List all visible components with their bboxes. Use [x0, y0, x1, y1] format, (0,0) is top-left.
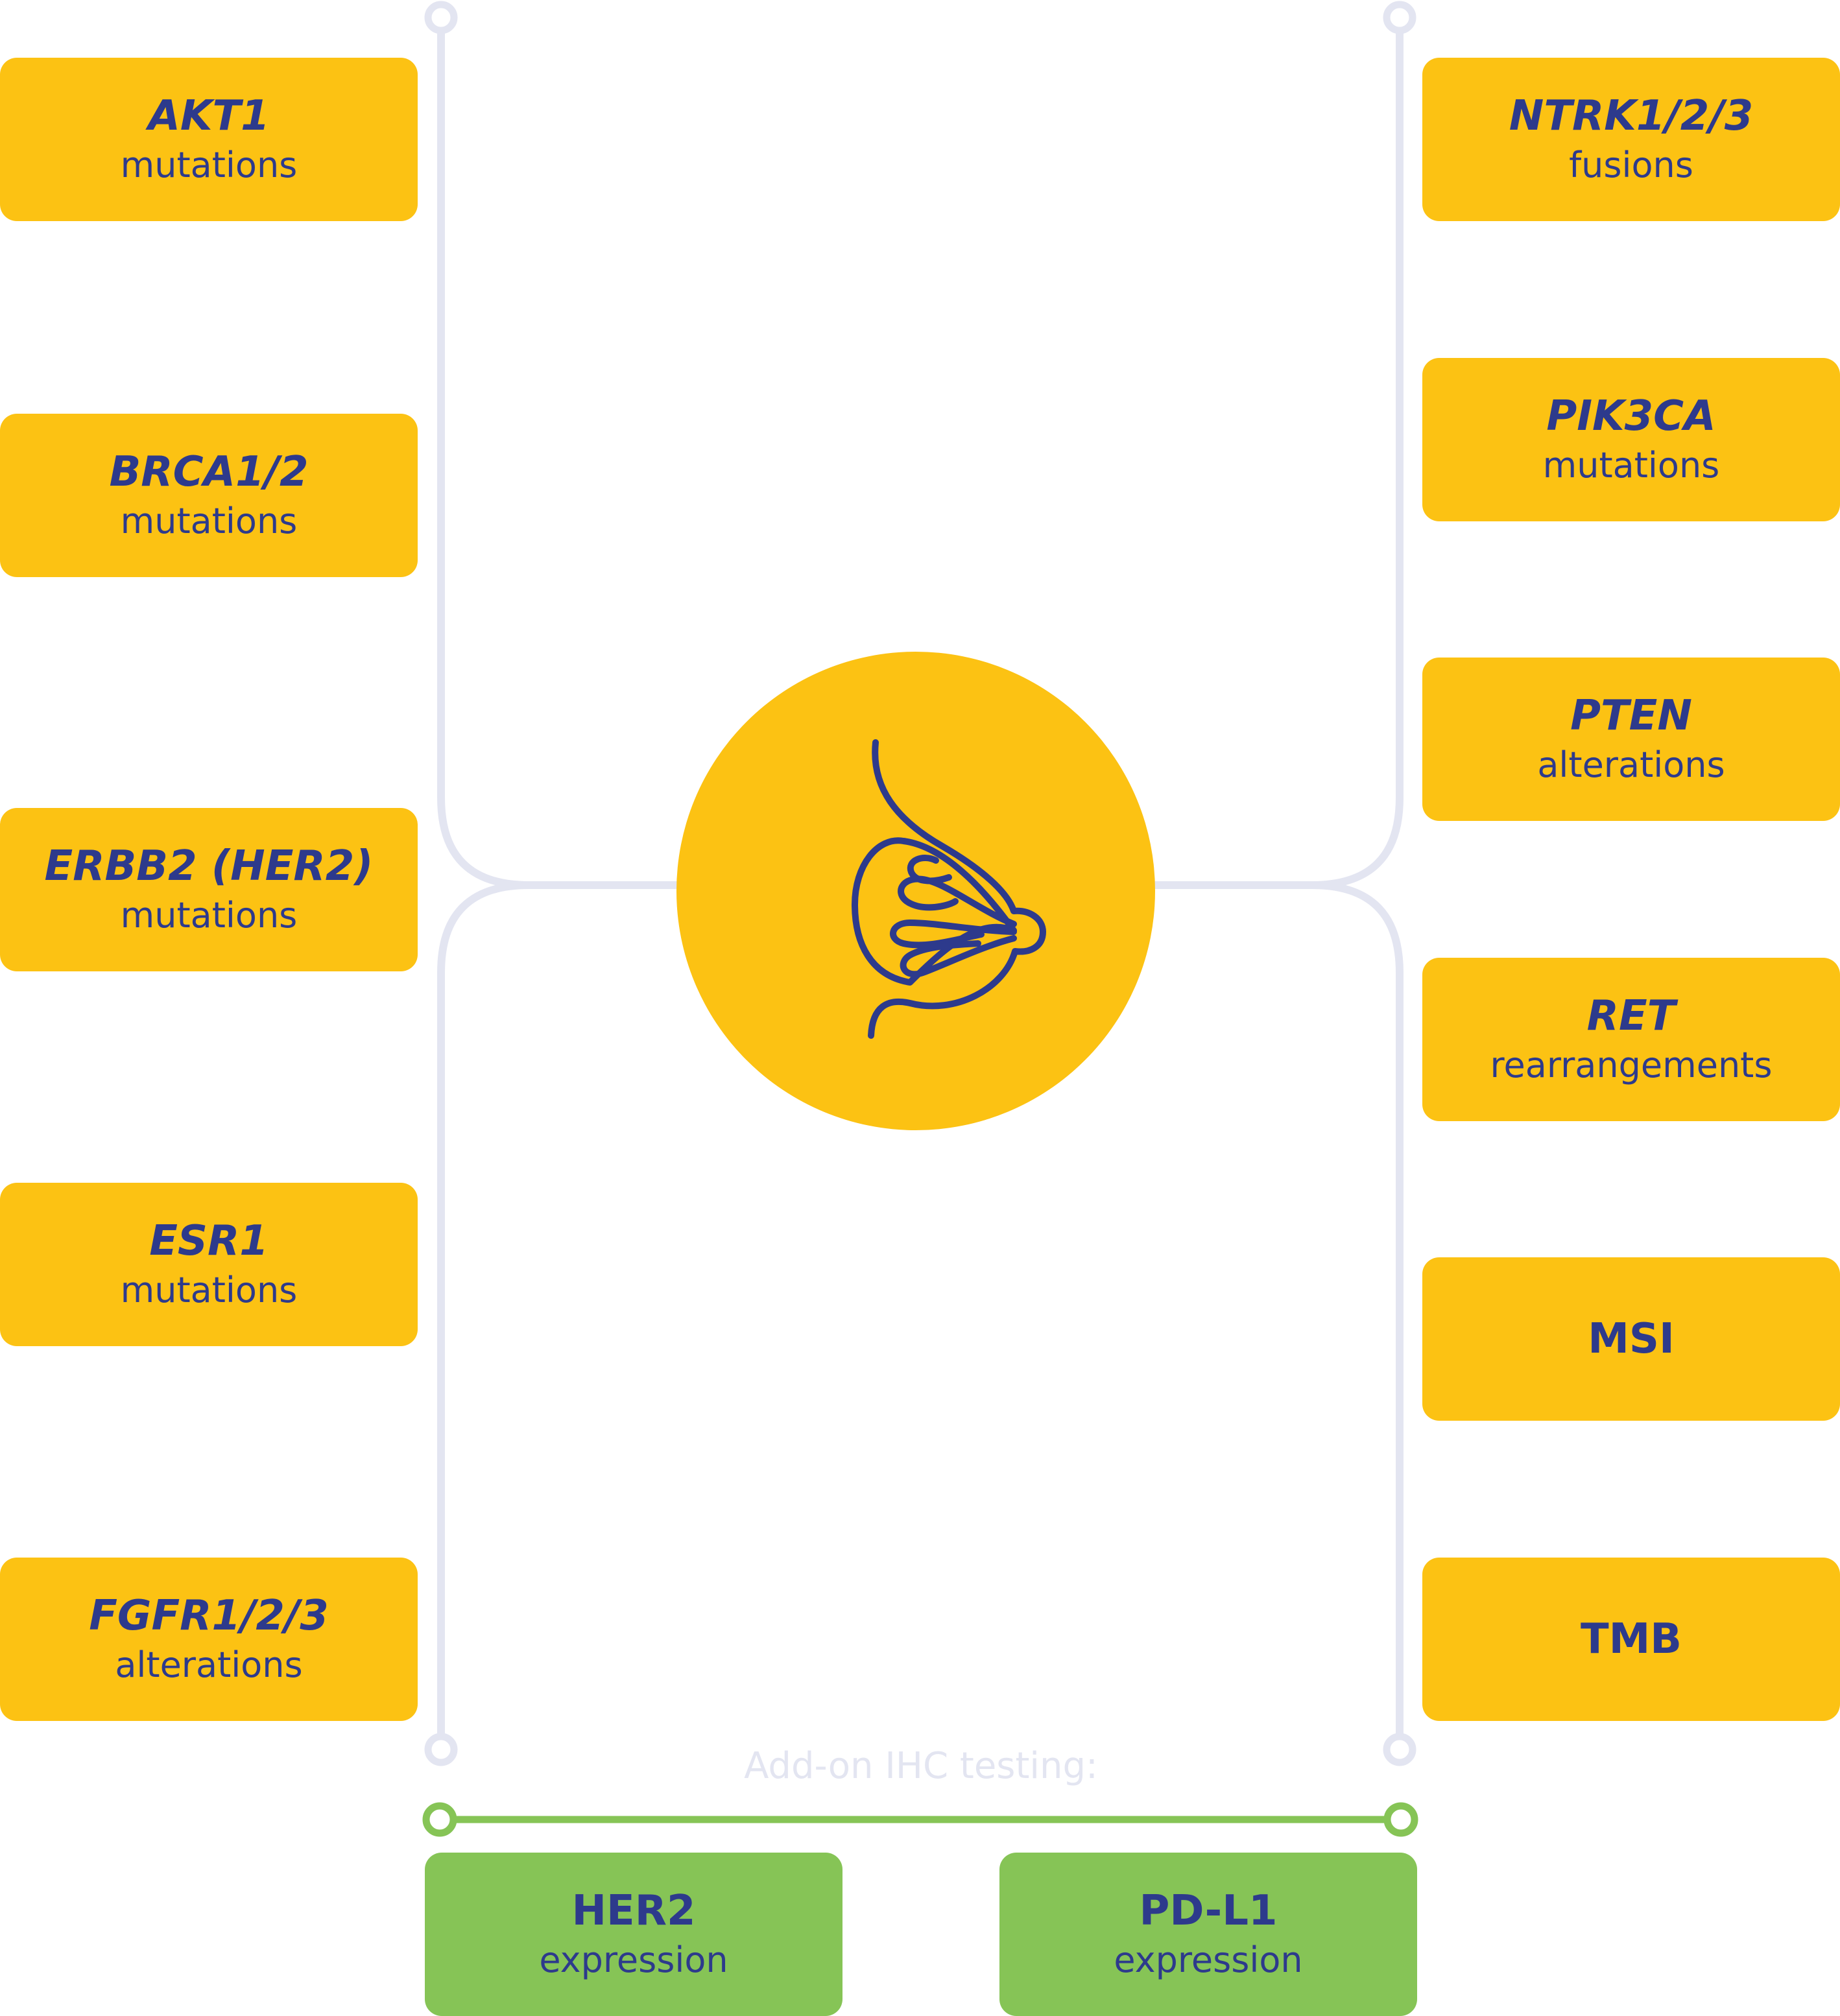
biomarker-box-msi: MSI	[1422, 1257, 1840, 1421]
ihc-marker-type: expression	[539, 1939, 728, 1980]
ihc-marker-name: PD-L1	[1139, 1887, 1278, 1935]
addon-line-node	[422, 1802, 457, 1837]
gene-alteration: mutations	[120, 895, 298, 936]
gene-alteration: mutations	[120, 501, 298, 541]
biomarker-box-fgfr: FGFR1/2/3 alterations	[0, 1558, 418, 1721]
gene-alteration: rearrangements	[1490, 1045, 1773, 1085]
ihc-box-pdl1: PD-L1 expression	[999, 1853, 1417, 2016]
gene-name: BRCA1/2	[109, 448, 309, 496]
gene-alteration: mutations	[120, 145, 298, 185]
biomarker-box-ntrk: NTRK1/2/3 fusions	[1422, 58, 1840, 221]
biomarker-box-tmb: TMB	[1422, 1558, 1840, 1721]
gene-alteration: mutations	[120, 1270, 298, 1310]
line-end-node	[1383, 1733, 1416, 1766]
gene-alteration: fusions	[1569, 145, 1693, 185]
addon-label: Add-on IHC testing:	[744, 1745, 1098, 1787]
breast-outline-icon	[852, 739, 1046, 1039]
line-end-node	[424, 1733, 458, 1766]
center-hub	[676, 652, 1155, 1130]
ihc-box-her2: HER2 expression	[425, 1853, 842, 2016]
gene-alteration: alterations	[1537, 744, 1725, 785]
gene-name: PTEN	[1570, 692, 1692, 740]
gene-alteration: alterations	[115, 1644, 303, 1685]
line-end-node	[1383, 1, 1416, 34]
biomarker-box-akt1: AKT1 mutations	[0, 58, 418, 221]
left-connector-line	[437, 14, 680, 889]
right-connector-line	[1151, 14, 1404, 889]
biomarker-box-brca: BRCA1/2 mutations	[0, 414, 418, 577]
left-connector-line-lower	[437, 881, 532, 1740]
ihc-marker-name: HER2	[571, 1887, 696, 1935]
gene-alteration: mutations	[1542, 445, 1720, 486]
gene-name: RET	[1586, 992, 1676, 1040]
gene-name: ESR1	[149, 1217, 269, 1265]
line-end-node	[424, 1, 458, 34]
gene-name: NTRK1/2/3	[1509, 92, 1754, 140]
biomarker-box-esr1: ESR1 mutations	[0, 1183, 418, 1346]
gene-name: PIK3CA	[1546, 392, 1716, 440]
biomarker-box-pik3ca: PIK3CA mutations	[1422, 358, 1840, 521]
biomarker-name: MSI	[1588, 1315, 1675, 1363]
biomarker-box-pten: PTEN alterations	[1422, 658, 1840, 821]
right-connector-line-lower	[1308, 881, 1404, 1740]
biomarker-name: TMB	[1580, 1615, 1682, 1663]
biomarker-box-erbb2: ERBB2 (HER2) mutations	[0, 808, 418, 971]
ihc-marker-type: expression	[1114, 1939, 1303, 1980]
biomarker-box-ret: RET rearrangements	[1422, 958, 1840, 1121]
addon-line-node	[1383, 1802, 1418, 1837]
gene-name: ERBB2 (HER2)	[44, 842, 374, 890]
gene-name: AKT1	[148, 92, 270, 140]
gene-name: FGFR1/2/3	[89, 1592, 329, 1640]
